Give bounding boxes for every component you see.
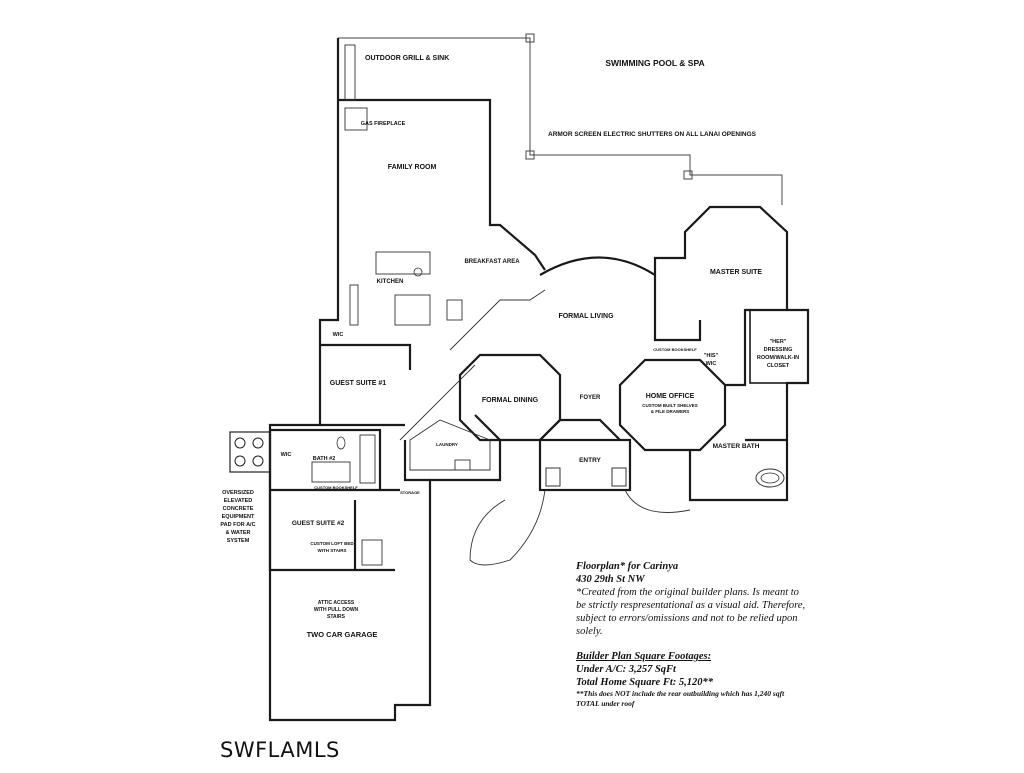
info-sqft-heading: Builder Plan Square Footages:	[576, 651, 712, 662]
floorplan-info: Floorplan* for Carinya 430 29th St NW *C…	[576, 560, 806, 709]
label-office-note-2: & FILE DRAWERS	[651, 409, 690, 414]
label-bath-2: BATH #2	[313, 456, 336, 462]
info-disclaimer: *Created from the original builder plans…	[576, 587, 806, 637]
kitchen-fixtures	[344, 44, 463, 326]
svg-text:& WATER: & WATER	[226, 530, 251, 536]
label-attic-3: STAIRS	[327, 614, 346, 620]
label-gas-fireplace: GAS FIREPLACE	[361, 121, 406, 127]
label-entry: ENTRY	[579, 457, 601, 464]
info-under-ac: Under A/C: 3,257 SqFt	[576, 664, 676, 675]
info-total: Total Home Square Ft: 5,120**	[576, 677, 713, 688]
label-attic-2: WITH PULL DOWN	[314, 607, 359, 613]
bath2-fixtures	[311, 434, 383, 566]
label-wic: WIC	[333, 332, 344, 338]
label-storage: STORAGE	[400, 490, 420, 495]
equipment-pad	[229, 431, 271, 473]
svg-text:CONCRETE: CONCRETE	[223, 506, 254, 512]
label-attic-1: ATTIC ACCESS	[318, 600, 355, 606]
label-outdoor-grill: OUTDOOR GRILL & SINK	[365, 55, 449, 62]
house-walls	[268, 38, 810, 722]
label-formal-living: FORMAL LIVING	[558, 313, 614, 320]
label-office-note-1: CUSTOM BUILT SHELVES	[642, 403, 698, 408]
label-guest-suite-1: GUEST SUITE #1	[330, 380, 387, 387]
label-master-bath: MASTER BATH	[713, 443, 760, 450]
label-his-wic: "HIS" WIC	[704, 353, 719, 367]
label-custom-bookshelf: CUSTOM BOOKSHELF	[653, 347, 697, 352]
label-pool: SWIMMING POOL & SPA	[605, 58, 704, 68]
info-address: 430 29th St NW	[576, 574, 645, 585]
svg-text:SYSTEM: SYSTEM	[227, 538, 250, 544]
label-wic-2: WIC	[281, 452, 292, 458]
label-foyer: FOYER	[580, 395, 601, 401]
label-formal-dining: FORMAL DINING	[482, 397, 539, 404]
label-guest-suite-2: GUEST SUITE #2	[292, 520, 345, 527]
label-equipment-pad: OVERSIZED ELEVATED CONCRETE EQUIPMENT PA…	[220, 490, 255, 544]
label-kitchen: KITCHEN	[377, 279, 404, 285]
svg-text:OVERSIZED: OVERSIZED	[222, 490, 254, 496]
label-loft-2: WITH STAIRS	[318, 548, 347, 553]
label-laundry: LAUNDRY	[436, 442, 458, 447]
laundry-fixtures	[409, 419, 491, 471]
label-loft-1: CUSTOM LOFT BED	[310, 541, 354, 546]
label-armor-screen: ARMOR SCREEN ELECTRIC SHUTTERS ON ALL LA…	[548, 131, 757, 138]
label-garage: TWO CAR GARAGE	[307, 630, 378, 639]
svg-text:EQUIPMENT: EQUIPMENT	[222, 514, 255, 520]
info-title: Floorplan* for Carinya	[576, 561, 679, 572]
octagon-rooms	[399, 289, 727, 566]
label-breakfast-area: BREAKFAST AREA	[464, 259, 520, 265]
watermark: SWFLAMLS	[220, 738, 340, 762]
svg-text:CLOSET: CLOSET	[767, 363, 790, 369]
label-custom-bookshelf-2: CUSTOM BOOKSHELF	[314, 485, 358, 490]
svg-text:ELEVATED: ELEVATED	[224, 498, 253, 504]
svg-text:WIC: WIC	[706, 361, 717, 367]
info-footnote: **This does NOT include the rear outbuil…	[576, 689, 785, 708]
svg-text:"HER": "HER"	[770, 339, 787, 345]
svg-text:PAD FOR A/C: PAD FOR A/C	[220, 522, 255, 528]
master-internals	[653, 275, 809, 502]
entry-planters	[545, 467, 627, 487]
svg-text:ROOM/WALK-IN: ROOM/WALK-IN	[757, 355, 799, 361]
label-home-office: HOME OFFICE	[646, 393, 695, 400]
lanai-outline	[338, 33, 783, 205]
label-family-room: FAMILY ROOM	[388, 164, 437, 171]
label-her-closet: "HER" DRESSING ROOM/WALK-IN CLOSET	[757, 339, 799, 369]
svg-text:DRESSING: DRESSING	[764, 347, 793, 353]
svg-text:"HIS": "HIS"	[704, 353, 719, 359]
label-master-suite: MASTER SUITE	[710, 269, 762, 276]
